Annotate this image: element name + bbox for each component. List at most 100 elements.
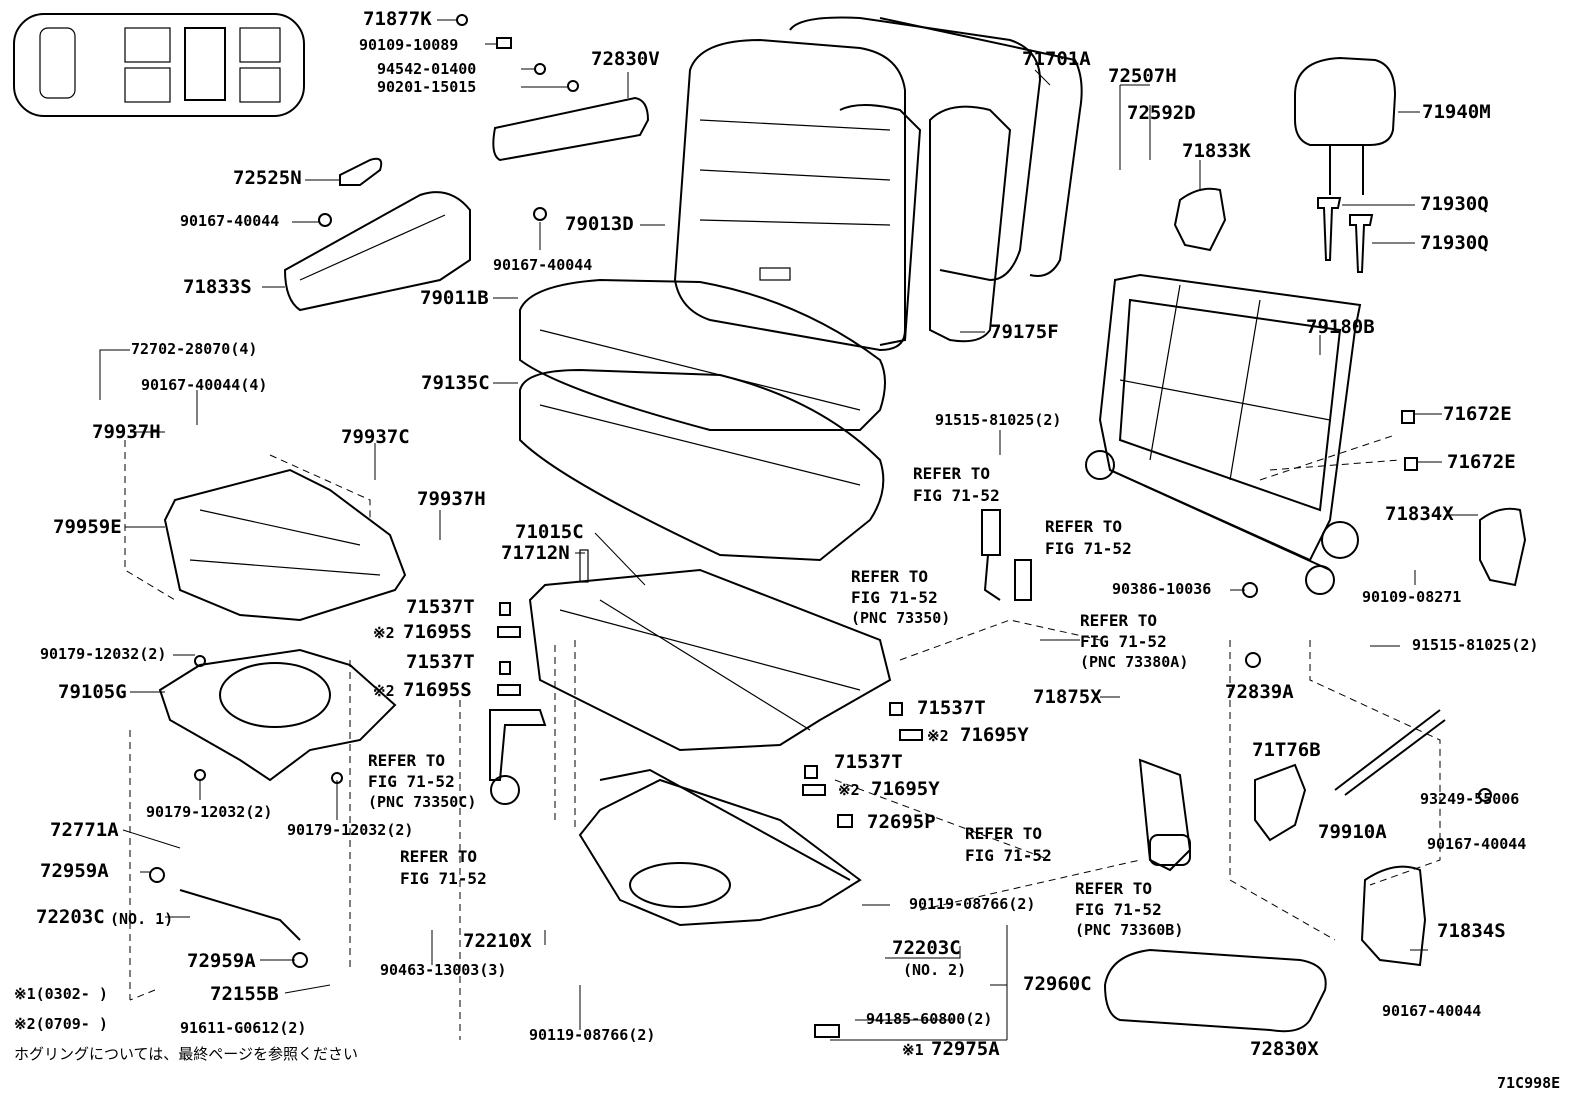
part-label-72959A-1[interactable]: 72959A — [40, 860, 109, 882]
part-label-90167-40044-d[interactable]: 90167-40044 — [1382, 1002, 1482, 1020]
part-label-79910A[interactable]: 79910A — [1318, 821, 1387, 843]
part-label-94542-01400[interactable]: 94542-01400 — [377, 60, 477, 78]
release-cable-icon — [1334, 709, 1446, 796]
refer-line: FIG 71-52 — [368, 772, 455, 791]
refer-line: REFER TO — [1045, 517, 1123, 536]
part-label-90179-12032-b[interactable]: 90179-12032(2) — [146, 803, 273, 821]
hinge-cover-upper-icon — [1173, 187, 1227, 252]
part-label-72203C-1[interactable]: 72203C — [36, 906, 105, 928]
seat-frame-icon — [1085, 273, 1362, 595]
part-label-71695S-2[interactable]: 71695S — [403, 679, 472, 701]
part-label-90109-10089[interactable]: 90109-10089 — [359, 36, 459, 54]
part-label-71833S[interactable]: 71833S — [183, 276, 252, 298]
part-label-71877K[interactable]: 71877K — [363, 8, 432, 30]
part-label-90179-12032-a[interactable]: 90179-12032(2) — [40, 645, 167, 663]
part-label-90386-10036[interactable]: 90386-10036 — [1112, 580, 1212, 598]
part-label-90167-40044-a[interactable]: 90167-40044 — [180, 212, 280, 230]
part-label-72830X[interactable]: 72830X — [1250, 1038, 1319, 1060]
part-label-71701A[interactable]: 71701A — [1022, 48, 1091, 70]
part-label-71695Y-1[interactable]: 71695Y — [960, 724, 1029, 746]
part-label-90167-40044-c[interactable]: 90167-40044 — [1427, 835, 1527, 853]
part-label-79937C[interactable]: 79937C — [341, 426, 410, 448]
release-rod-icon — [179, 889, 301, 941]
part-label-71537T-1[interactable]: 71537T — [406, 596, 475, 618]
part-label-79011B[interactable]: 79011B — [420, 287, 489, 309]
armrest-pad-icon — [492, 96, 650, 162]
qualifier-no2: (NO. 2) — [903, 961, 967, 979]
part-label-72695P[interactable]: 72695P — [867, 811, 936, 833]
part-label-90201-15015[interactable]: 90201-15015 — [377, 78, 477, 96]
part-label-72771A[interactable]: 72771A — [50, 819, 119, 841]
part-label-93249-55006[interactable]: 93249-55006 — [1420, 790, 1520, 808]
part-label-94185-60800[interactable]: 94185-60800(2) — [866, 1010, 993, 1028]
refer-line: FIG 71-52 — [913, 486, 1000, 505]
refer-to-fig-block[interactable]: REFER TO FIG 71-52 — [913, 463, 1000, 507]
note-mark-2a: ※2 — [373, 624, 395, 642]
refer-to-fig-block[interactable]: REFER TO FIG 71-52 — [400, 846, 487, 890]
part-label-71695Y-2[interactable]: 71695Y — [871, 778, 940, 800]
part-label-90463-13003[interactable]: 90463-13003(3) — [380, 961, 507, 979]
part-label-91611-G0612[interactable]: 91611-G0612(2) — [180, 1019, 307, 1037]
refer-to-fig-block[interactable]: REFER TO FIG 71-52 (PNC 73380A) — [1080, 610, 1188, 673]
refer-line: REFER TO — [965, 824, 1043, 843]
part-label-71930Q-2[interactable]: 71930Q — [1420, 232, 1489, 254]
part-label-71712N[interactable]: 71712N — [501, 542, 570, 564]
leader-lines — [99, 19, 1478, 1041]
hinge-cover-icon — [283, 191, 471, 312]
part-label-72203C-2[interactable]: 72203C — [892, 937, 961, 959]
part-label-91515-81025-a[interactable]: 91515-81025(2) — [935, 411, 1062, 429]
refer-to-fig-block[interactable]: REFER TO FIG 71-52 (PNC 73350) — [851, 566, 950, 629]
part-label-72702-28070[interactable]: 72702-28070(4) — [131, 340, 258, 358]
part-label-71833K[interactable]: 71833K — [1182, 140, 1251, 162]
refer-pnc: (PNC 73350C) — [368, 793, 477, 811]
refer-to-fig-block[interactable]: REFER TO FIG 71-52 — [1045, 516, 1132, 560]
part-label-90109-08271[interactable]: 90109-08271 — [1362, 588, 1462, 606]
part-label-79959E[interactable]: 79959E — [53, 516, 122, 538]
part-label-79135C[interactable]: 79135C — [421, 372, 490, 394]
part-label-79013D[interactable]: 79013D — [565, 213, 634, 235]
part-label-71T76B[interactable]: 71T76B — [1252, 739, 1321, 761]
part-label-90167-40044-b[interactable]: 90167-40044 — [493, 256, 593, 274]
part-label-72507H[interactable]: 72507H — [1108, 65, 1177, 87]
hinge-cover-right-icon — [1479, 507, 1527, 587]
part-label-71834S[interactable]: 71834S — [1437, 920, 1506, 942]
part-label-72830V[interactable]: 72830V — [591, 48, 660, 70]
refer-to-fig-block[interactable]: REFER TO FIG 71-52 — [965, 823, 1052, 867]
part-label-72959A-2[interactable]: 72959A — [187, 950, 256, 972]
refer-line: REFER TO — [1080, 611, 1158, 630]
part-label-90167-40044-4[interactable]: 90167-40044(4) — [141, 376, 268, 394]
part-label-71930Q-1[interactable]: 71930Q — [1420, 193, 1489, 215]
part-label-71672E-1[interactable]: 71672E — [1443, 403, 1512, 425]
part-label-90179-12032-c[interactable]: 90179-12032(2) — [287, 821, 414, 839]
part-label-71875X[interactable]: 71875X — [1033, 686, 1102, 708]
part-label-79937H-2[interactable]: 79937H — [417, 488, 486, 510]
part-label-79175F[interactable]: 79175F — [990, 321, 1059, 343]
part-label-71834X[interactable]: 71834X — [1385, 503, 1454, 525]
part-label-72525N[interactable]: 72525N — [233, 167, 302, 189]
refer-line: REFER TO — [368, 751, 446, 770]
part-label-71695S-1[interactable]: 71695S — [403, 621, 472, 643]
note-mark-2b: ※2 — [373, 682, 395, 700]
part-label-79937H-1[interactable]: 79937H — [92, 421, 161, 443]
diagram-code: 71C998E — [1497, 1074, 1561, 1092]
part-label-72839A[interactable]: 72839A — [1225, 681, 1294, 703]
part-label-79180B[interactable]: 79180B — [1306, 316, 1375, 338]
part-label-90119-08766-a[interactable]: 90119-08766(2) — [909, 895, 1036, 913]
part-label-71537T-4[interactable]: 71537T — [834, 751, 903, 773]
part-label-91515-81025-b[interactable]: 91515-81025(2) — [1412, 636, 1539, 654]
refer-line: FIG 71-52 — [965, 846, 1052, 865]
part-label-71940M[interactable]: 71940M — [1422, 101, 1491, 123]
part-label-72592D[interactable]: 72592D — [1127, 102, 1196, 124]
part-label-71015C[interactable]: 71015C — [515, 521, 584, 543]
part-label-90119-08766-b[interactable]: 90119-08766(2) — [529, 1026, 656, 1044]
refer-to-fig-block[interactable]: REFER TO FIG 71-52 (PNC 73350C) — [368, 750, 476, 813]
refer-to-fig-block[interactable]: REFER TO FIG 71-52 (PNC 73360B) — [1075, 878, 1183, 941]
part-label-72155B[interactable]: 72155B — [210, 983, 279, 1005]
part-label-79105G[interactable]: 79105G — [58, 681, 127, 703]
part-label-71537T-3[interactable]: 71537T — [917, 697, 986, 719]
part-label-71537T-2[interactable]: 71537T — [406, 651, 475, 673]
part-label-72975A[interactable]: 72975A — [931, 1038, 1000, 1060]
part-label-72960C[interactable]: 72960C — [1023, 973, 1092, 995]
part-label-71672E-2[interactable]: 71672E — [1447, 451, 1516, 473]
part-label-72210X[interactable]: 72210X — [463, 930, 532, 952]
